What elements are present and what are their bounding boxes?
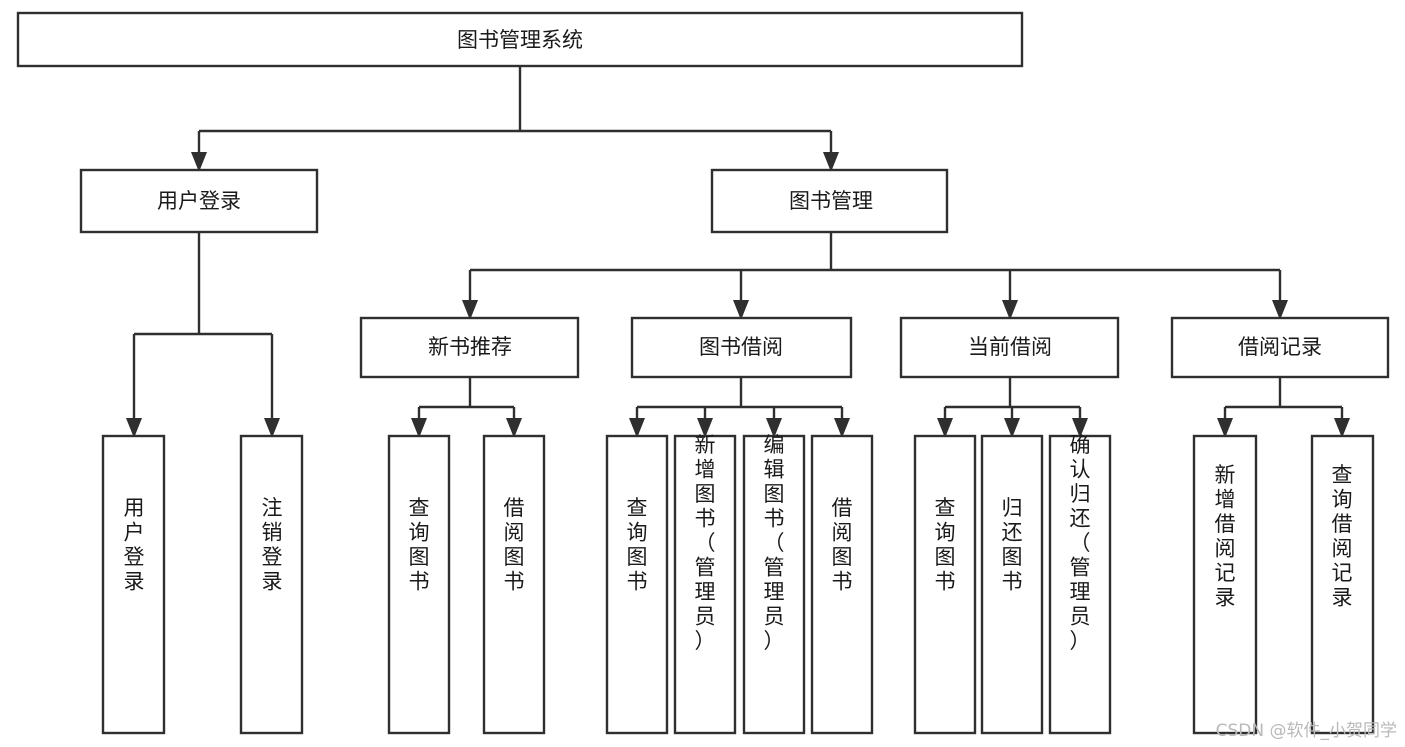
leaf-add-book-admin-label: 新增图书（管理员） xyxy=(695,433,716,653)
node-current-borrow-box[interactable] xyxy=(899,316,1120,379)
leaf-query-book-3-label: 查询图书 xyxy=(935,496,956,594)
node-current-borrow-label: 当前借阅 xyxy=(968,335,1052,359)
node-root-box[interactable] xyxy=(16,11,1024,68)
node-new-book-recommend-box[interactable] xyxy=(359,316,580,379)
leaf-borrow-book-1[interactable]: 借阅图书 xyxy=(482,434,546,735)
leaf-add-book-admin[interactable]: 新增图书（管理员） xyxy=(673,433,737,735)
node-book-management[interactable]: 图书管理 xyxy=(710,168,949,234)
leaf-query-book-3-box[interactable] xyxy=(913,434,977,735)
node-user-login-box[interactable] xyxy=(79,168,319,234)
leaf-borrow-book-2-label: 借阅图书 xyxy=(832,496,853,594)
leaf-confirm-return-admin-box[interactable] xyxy=(1048,434,1112,735)
leaf-return-book-label: 归还图书 xyxy=(1002,496,1023,594)
leaf-edit-book-admin-label: 编辑图书（管理员） xyxy=(764,433,785,653)
leaf-query-book-1-box[interactable] xyxy=(387,434,451,735)
leaf-user-login-box[interactable] xyxy=(101,434,166,735)
node-borrow-record[interactable]: 借阅记录 xyxy=(1170,316,1390,379)
leaf-return-book[interactable]: 归还图书 xyxy=(980,434,1044,735)
leaf-query-book-3[interactable]: 查询图书 xyxy=(913,434,977,735)
leaf-borrow-book-2-box[interactable] xyxy=(810,434,874,735)
leaf-return-book-box[interactable] xyxy=(980,434,1044,735)
node-book-borrow[interactable]: 图书借阅 xyxy=(630,316,853,379)
node-borrow-record-box[interactable] xyxy=(1170,316,1390,379)
csdn-watermark: CSDN @软件_小贺同学 xyxy=(1215,721,1397,741)
connector-layer xyxy=(126,66,1350,438)
leaf-edit-book-admin-box[interactable] xyxy=(742,434,806,735)
leaf-query-borrow-record-label: 查询借阅记录 xyxy=(1332,463,1353,610)
node-root-label: 图书管理系统 xyxy=(457,28,583,52)
leaf-query-book-1-label: 查询图书 xyxy=(409,496,430,594)
leaf-add-borrow-record[interactable]: 新增借阅记录 xyxy=(1192,434,1258,735)
leaf-confirm-return-admin[interactable]: 确认归还（管理员） xyxy=(1048,433,1112,735)
node-book-borrow-box[interactable] xyxy=(630,316,853,379)
leaf-borrow-book-1-label: 借阅图书 xyxy=(504,496,525,594)
leaf-query-book-2[interactable]: 查询图书 xyxy=(605,434,669,735)
node-user-login-label: 用户登录 xyxy=(157,189,241,213)
node-book-borrow-label: 图书借阅 xyxy=(699,335,783,359)
leaf-query-borrow-record[interactable]: 查询借阅记录 xyxy=(1310,434,1375,735)
node-new-book-recommend-label: 新书推荐 xyxy=(428,335,512,359)
leaf-logout-login[interactable]: 注销登录 xyxy=(239,434,304,735)
leaf-logout-login-box[interactable] xyxy=(239,434,304,735)
leaf-logout-login-label: 注销登录 xyxy=(262,496,283,594)
leaf-query-book-2-box[interactable] xyxy=(605,434,669,735)
leaf-borrow-book-1-box[interactable] xyxy=(482,434,546,735)
leaf-query-book-2-label: 查询图书 xyxy=(627,496,648,594)
leaf-add-borrow-record-label: 新增借阅记录 xyxy=(1215,463,1236,610)
node-new-book-recommend[interactable]: 新书推荐 xyxy=(359,316,580,379)
leaf-query-book-1[interactable]: 查询图书 xyxy=(387,434,451,735)
leaf-borrow-book-2[interactable]: 借阅图书 xyxy=(810,434,874,735)
leaf-add-borrow-record-box[interactable] xyxy=(1192,434,1258,735)
leaf-confirm-return-admin-label: 确认归还（管理员） xyxy=(1070,433,1091,653)
leaf-user-login-label: 用户登录 xyxy=(124,496,145,594)
node-book-management-label: 图书管理 xyxy=(789,189,873,213)
node-user-login[interactable]: 用户登录 xyxy=(79,168,319,234)
node-root[interactable]: 图书管理系统 xyxy=(16,11,1024,68)
node-current-borrow[interactable]: 当前借阅 xyxy=(899,316,1120,379)
leaf-edit-book-admin[interactable]: 编辑图书（管理员） xyxy=(742,433,806,735)
leaf-query-borrow-record-box[interactable] xyxy=(1310,434,1375,735)
node-borrow-record-label: 借阅记录 xyxy=(1238,335,1322,359)
leaf-user-login[interactable]: 用户登录 xyxy=(101,434,166,735)
leaf-add-book-admin-box[interactable] xyxy=(673,434,737,735)
node-book-management-box[interactable] xyxy=(710,168,949,234)
